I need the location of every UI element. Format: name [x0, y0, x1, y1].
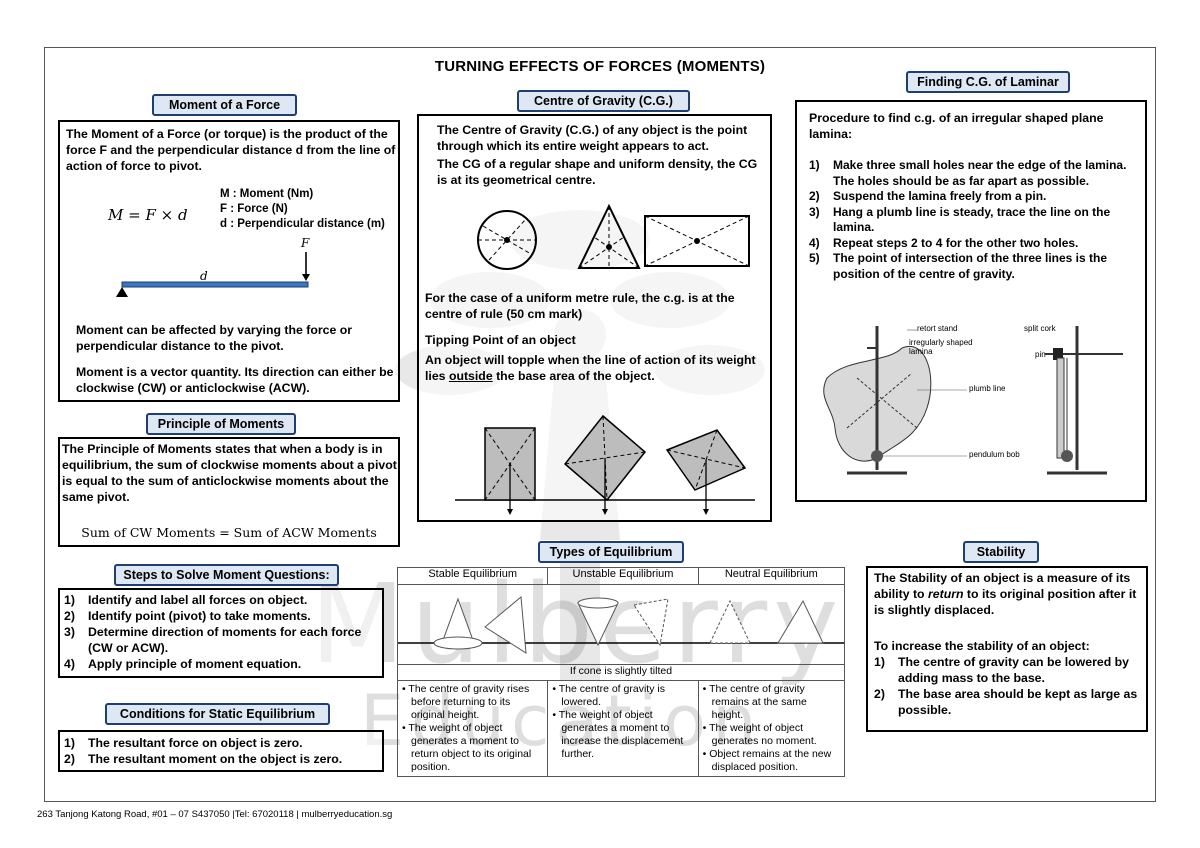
conditions-heading: Conditions for Static Equilibrium	[105, 703, 330, 725]
key-moment: M : Moment (Nm)	[220, 188, 314, 200]
list-item: 1)Make three small holes near the edge o…	[809, 158, 1127, 188]
equilibrium-table: Stable Equilibrium Unstable Equilibrium …	[396, 567, 846, 777]
list-item: 3)Hang a plumb line is steady, trace the…	[809, 204, 1111, 235]
list-item: 3)Determine direction of moments for eac…	[64, 625, 362, 655]
conditions-list: 1)The resultant force on object is zero.…	[64, 735, 380, 767]
label-retort-stand: retort stand	[917, 324, 958, 333]
steps-heading: Steps to Solve Moment Questions:	[114, 564, 339, 586]
laminar-box: Procedure to find c.g. of an irregular s…	[795, 100, 1147, 502]
list-item: 2)The resultant moment on the object is …	[64, 752, 343, 766]
label-d: d	[200, 269, 208, 283]
label-f: F	[301, 236, 310, 250]
neutral-notes: • The centre of gravity remains at the s…	[699, 681, 844, 776]
cg-para-5: An object will topple when the line of a…	[425, 353, 756, 383]
label-plumb-line: plumb line	[969, 384, 1006, 393]
unstable-notes: • The centre of gravity is lowered.• The…	[548, 681, 697, 763]
list-item: 4)Apply principle of moment equation.	[64, 657, 302, 671]
steps-list: 1)Identify and label all forces on objec…	[64, 592, 380, 672]
cg-para-3: For the case of a uniform metre rule, th…	[425, 291, 735, 321]
list-item: 1)The centre of gravity can be lowered b…	[874, 655, 1129, 685]
moment-definition: The Moment of a Force (or torque) is the…	[66, 127, 396, 173]
stability-subheading: To increase the stability of an object:	[874, 639, 1090, 653]
cg-box: The Centre of Gravity (C.G.) of any obje…	[417, 114, 772, 522]
cg-para-1: The Centre of Gravity (C.G.) of any obje…	[437, 123, 748, 153]
list-item: 1)Identify and label all forces on objec…	[64, 593, 308, 607]
bullet-item: • The weight of object generates a momen…	[552, 709, 684, 760]
steps-box: 1)Identify and label all forces on objec…	[58, 588, 384, 678]
tipping-diagram	[455, 414, 755, 515]
bullet-item: • The centre of gravity is lowered.	[552, 683, 665, 708]
footer-address: 263 Tanjong Katong Road, #01 – 07 S43705…	[37, 809, 393, 820]
principle-text: The Principle of Moments states that whe…	[62, 442, 397, 504]
pivot-icon	[116, 287, 128, 297]
list-item: 2)Identify point (pivot) to take moments…	[64, 609, 311, 623]
equilibrium-heading: Types of Equilibrium	[538, 541, 684, 563]
stability-definition: The Stability of an object is a measure …	[874, 571, 1137, 617]
label-split-cork: split cork	[1024, 324, 1056, 333]
label-lamina: irregularly shaped lamina	[909, 338, 973, 356]
regular-shapes-diagram	[477, 203, 750, 270]
moment-equation: M = F × d	[108, 206, 188, 224]
principle-box: The Principle of Moments states that whe…	[58, 437, 400, 547]
tilt-caption: If cone is slightly tilted	[397, 664, 845, 681]
key-distance: d : Perpendicular distance (m)	[220, 218, 385, 230]
moment-para-2: Moment is a vector quantity. Its directi…	[76, 365, 394, 395]
stability-list: 1)The centre of gravity can be lowered b…	[874, 654, 1144, 718]
list-item: 2)Suspend the lamina freely from a pin.	[809, 189, 1047, 203]
list-item: 2)The base area should be kept as large …	[874, 687, 1138, 717]
moment-heading: Moment of a Force	[152, 94, 297, 116]
principle-equation: Sum of CW Moments = Sum of ACW Moments	[81, 525, 377, 540]
stable-notes: • The centre of gravity rises before ret…	[398, 681, 547, 776]
col-unstable: Unstable Equilibrium	[547, 567, 699, 585]
bullet-item: • The centre of gravity rises before ret…	[402, 683, 530, 721]
cg-para-2: The CG of a regular shape and uniform de…	[437, 157, 758, 187]
list-item: 1)The resultant force on object is zero.	[64, 736, 303, 750]
cg-heading: Centre of Gravity (C.G.)	[517, 90, 690, 112]
laminar-intro: Procedure to find c.g. of an irregular s…	[809, 111, 1104, 141]
label-pin: pin	[1035, 350, 1046, 359]
bullet-item: • Object remains at the new displaced po…	[702, 748, 832, 773]
moment-key: M : Moment (Nm) F : Force (N) d : Perpen…	[220, 187, 385, 232]
stability-heading: Stability	[963, 541, 1039, 563]
lever-diagram	[116, 252, 310, 297]
moment-para-1: Moment can be affected by varying the fo…	[76, 323, 353, 353]
worksheet-frame	[44, 47, 1156, 802]
laminar-heading: Finding C.G. of Laminar	[906, 71, 1070, 93]
conditions-box: 1)The resultant force on object is zero.…	[58, 730, 384, 772]
col-neutral: Neutral Equilibrium	[697, 567, 846, 585]
bullet-item: • The weight of object generates a momen…	[402, 722, 532, 773]
label-pendulum-bob: pendulum bob	[969, 450, 1020, 459]
plumb-line-diagram	[823, 326, 1123, 475]
bullet-item: • The centre of gravity remains at the s…	[702, 683, 807, 721]
tipping-heading: Tipping Point of an object	[425, 333, 576, 347]
cone-diagrams	[398, 596, 844, 654]
list-item: 4)Repeat steps 2 to 4 for the other two …	[809, 235, 1079, 250]
key-force: F : Force (N)	[220, 203, 288, 215]
page-title: TURNING EFFECTS OF FORCES (MOMENTS)	[434, 58, 766, 75]
laminar-steps: 1)Make three small holes near the edge o…	[809, 158, 1141, 282]
stability-box: The Stability of an object is a measure …	[866, 566, 1148, 732]
bullet-item: • The weight of object generates no mome…	[702, 722, 817, 747]
list-item: 5)The point of intersection of the three…	[809, 251, 1108, 281]
moment-box: The Moment of a Force (or torque) is the…	[58, 120, 400, 402]
col-stable: Stable Equilibrium	[396, 567, 549, 585]
principle-heading: Principle of Moments	[146, 413, 296, 435]
